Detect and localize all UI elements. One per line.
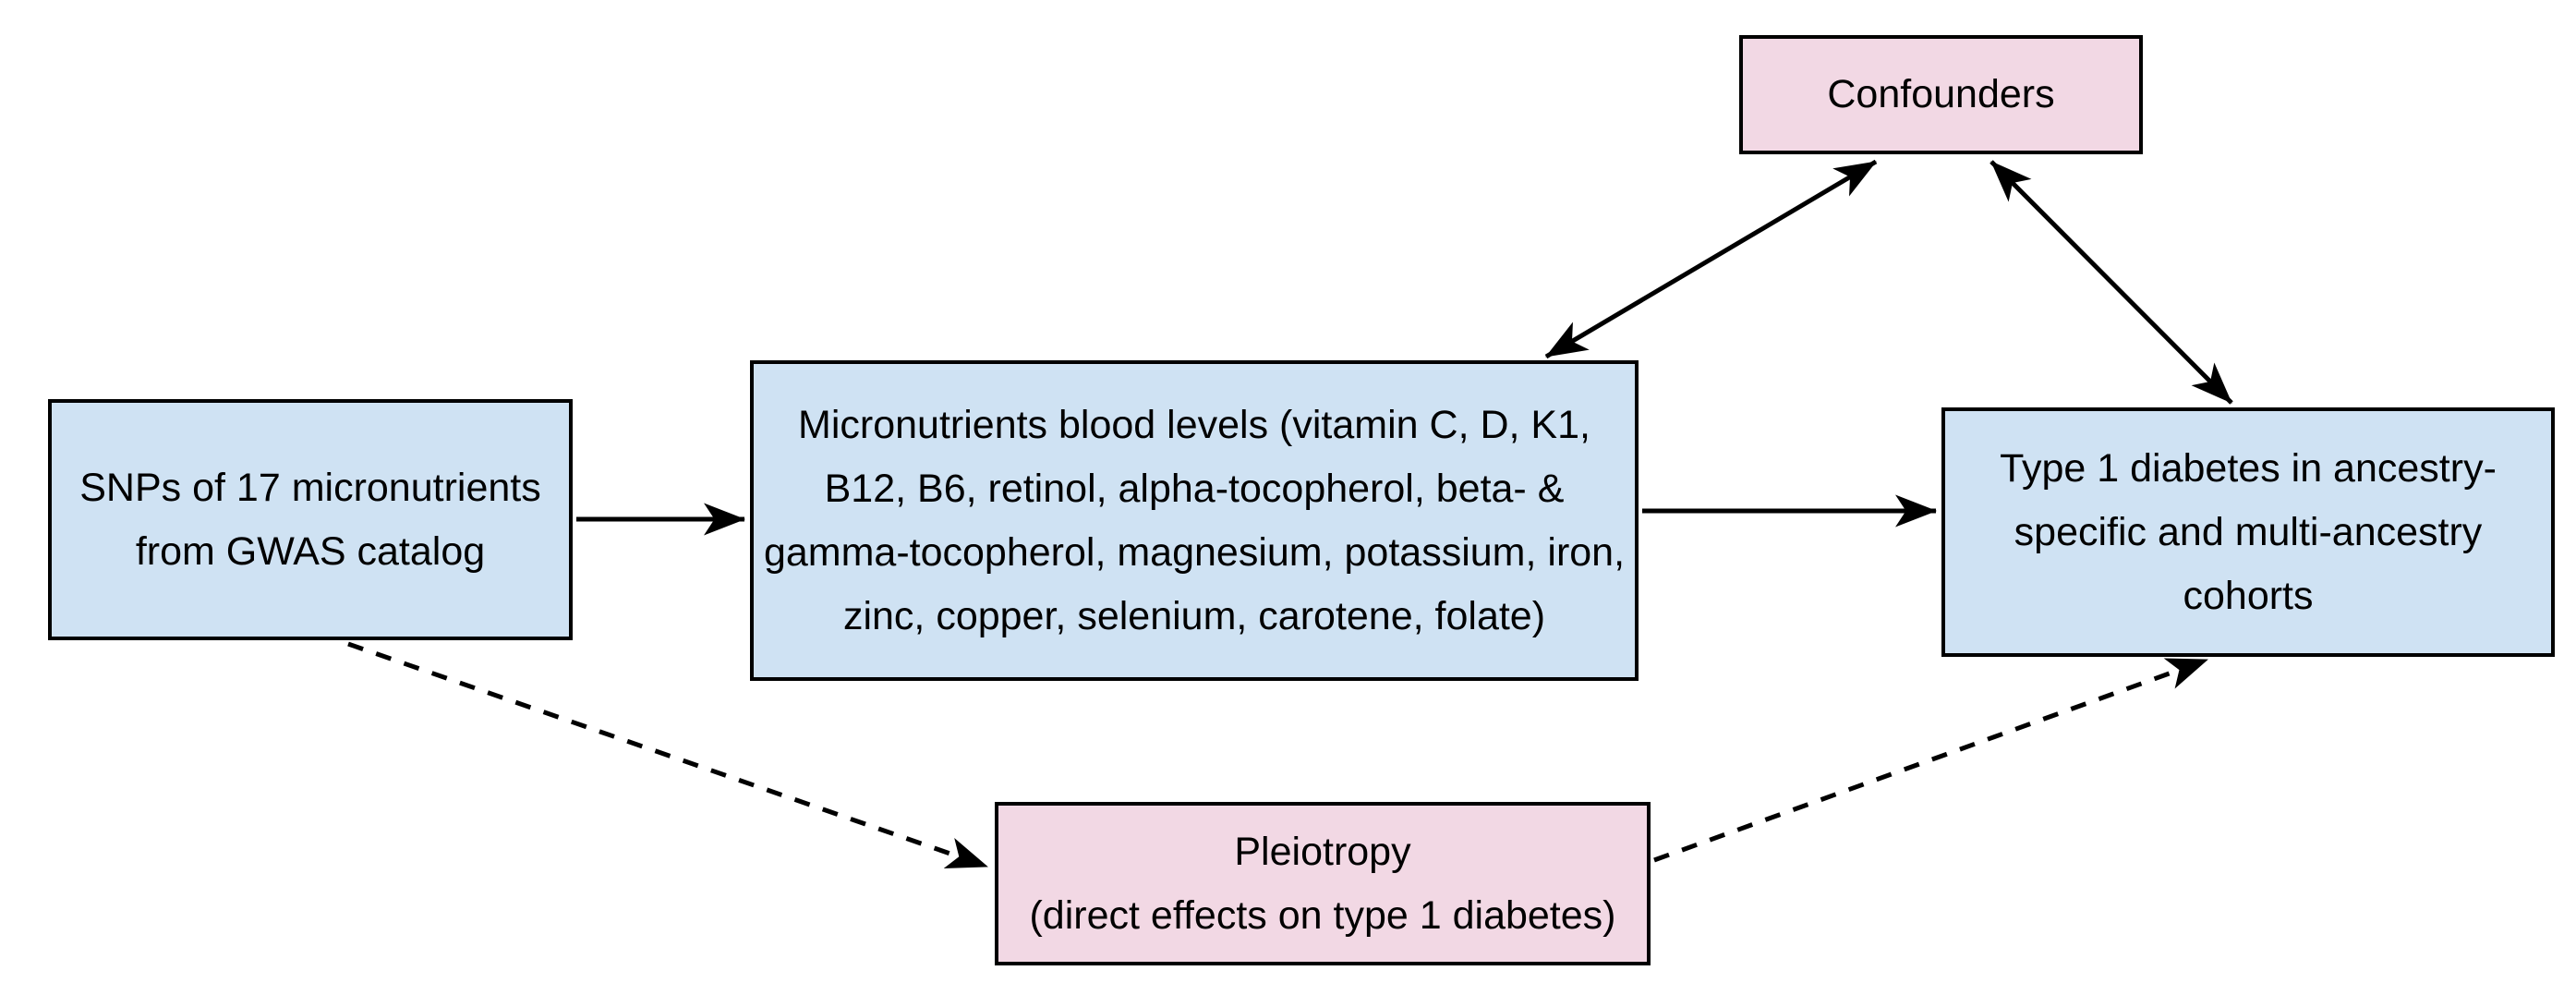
node-snps-gwas-label: SNPs of 17 micronutrients from GWAS cata… xyxy=(79,465,541,574)
node-snps-gwas: SNPs of 17 micronutrients from GWAS cata… xyxy=(48,399,573,640)
node-confounders-label: Confounders xyxy=(1827,72,2055,116)
dashed-arrow-pleiotropy-to-t1d xyxy=(1653,657,2208,863)
node-type1-diabetes-cohorts: Type 1 diabetes in ancestry- specific an… xyxy=(1941,407,2555,657)
node-pleiotropy: Pleiotropy (direct effects on type 1 dia… xyxy=(995,802,1651,965)
node-confounders: Confounders xyxy=(1739,35,2143,154)
node-micronutrient-blood-levels: Micronutrients blood levels (vitamin C, … xyxy=(750,360,1639,681)
node-type1-diabetes-cohorts-label: Type 1 diabetes in ancestry- specific an… xyxy=(2000,445,2497,618)
node-micronutrient-blood-levels-label: Micronutrients blood levels (vitamin C, … xyxy=(763,402,1626,638)
arrow-micronutrients-confounders-bidirectional xyxy=(1544,159,1878,359)
dashed-arrow-snps-to-pleiotropy xyxy=(347,641,988,869)
node-pleiotropy-label: Pleiotropy (direct effects on type 1 dia… xyxy=(1029,829,1616,938)
arrow-confounders-t1d-bidirectional xyxy=(1989,160,2233,405)
